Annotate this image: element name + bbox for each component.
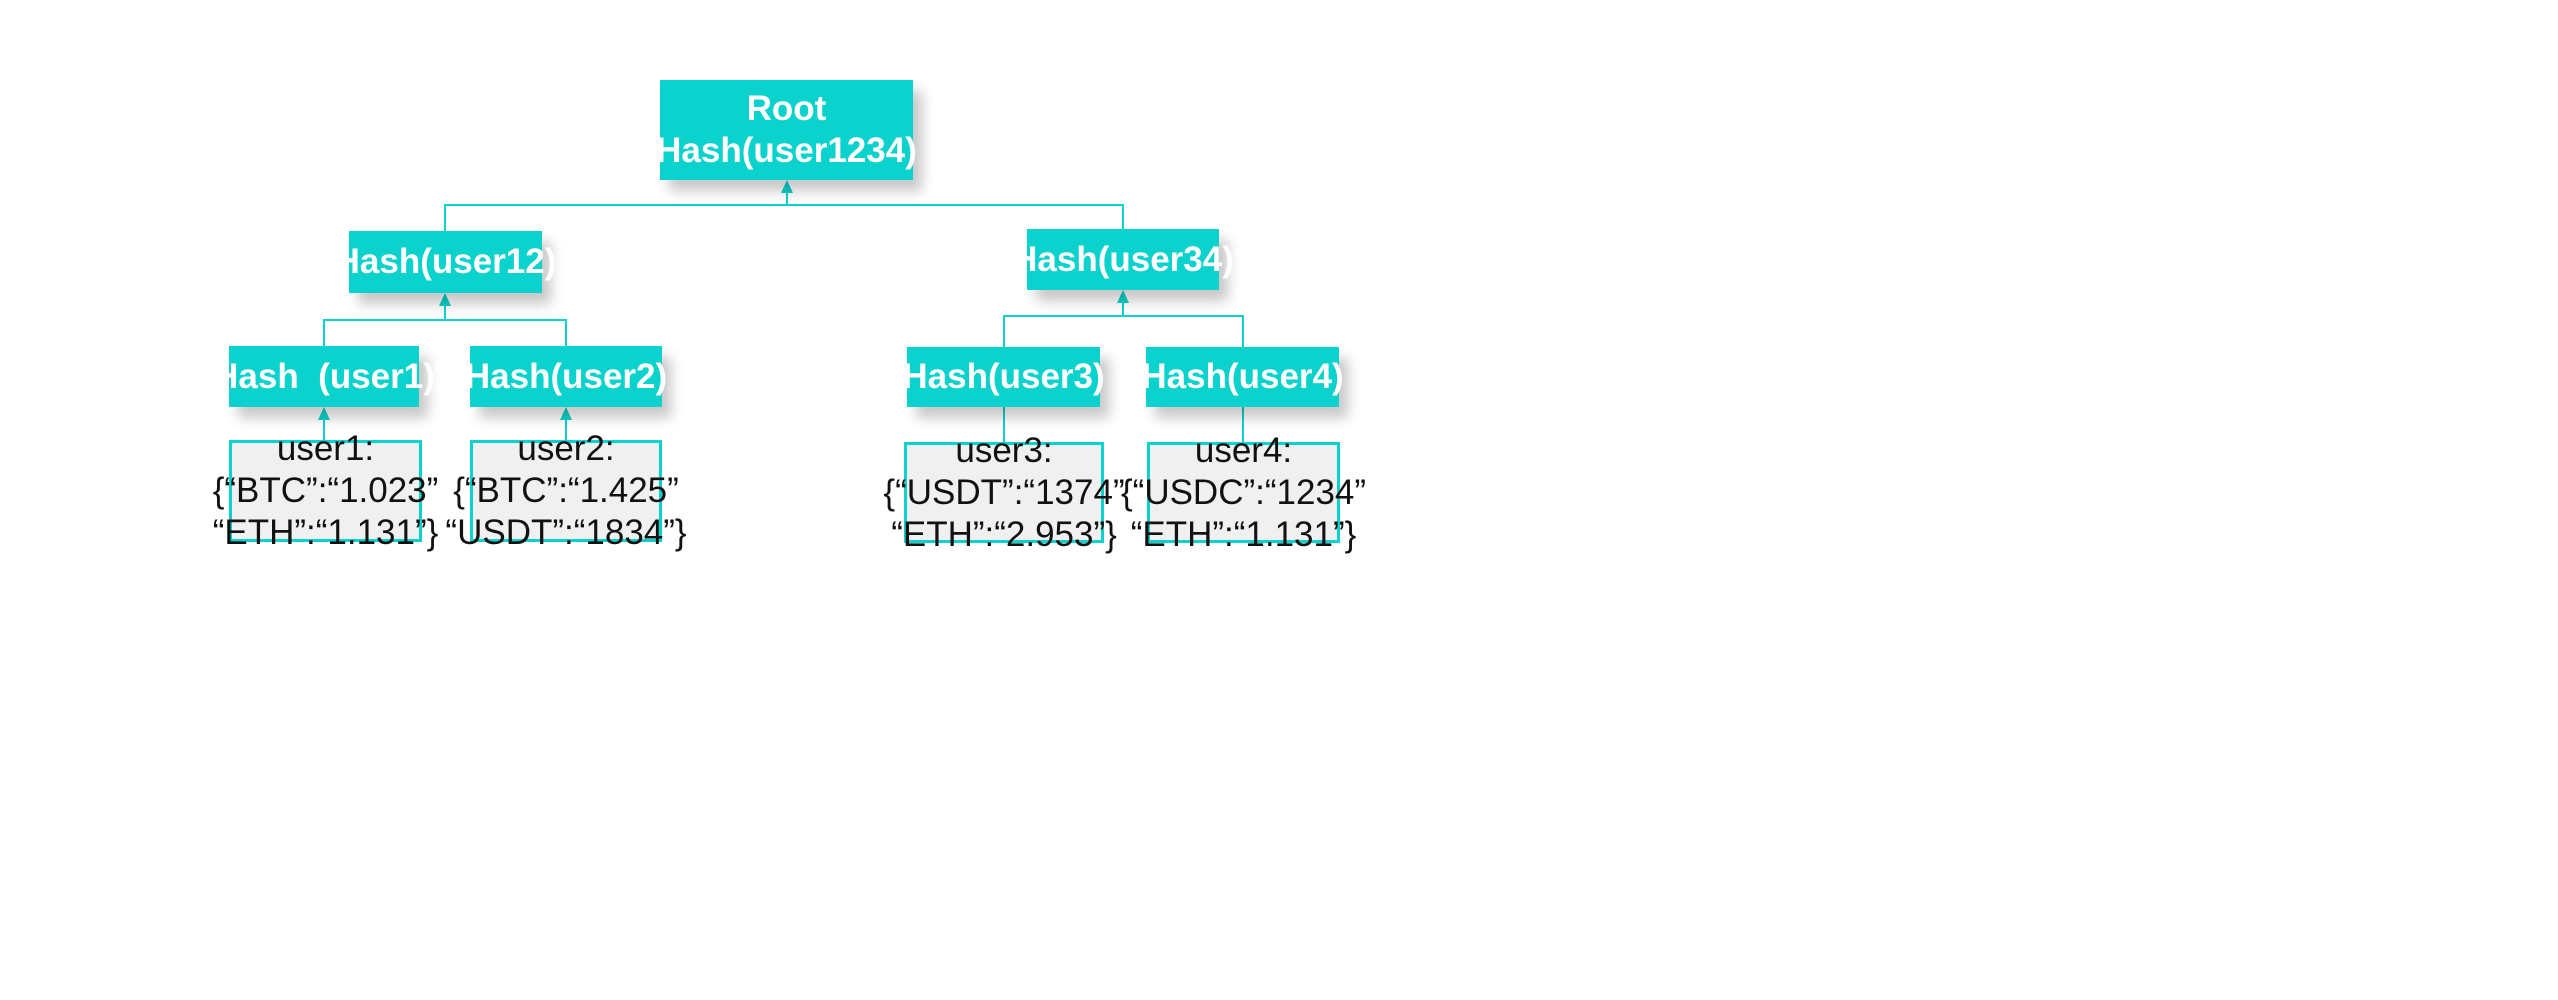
hash-user4-label: Hash(user4): [1141, 357, 1344, 396]
leaf-user3-balance-line1: {“USDT”:“1374”: [883, 472, 1125, 512]
hash-user1-label: Hash (user1): [213, 356, 435, 396]
leaf-user4: user4: {“USDC”:“1234” “ETH”:“1.131”}: [1121, 431, 1366, 554]
arrowhead-user12: [439, 293, 451, 306]
leaf-user1-balance-line2: “ETH”:“1.131”}: [212, 513, 439, 552]
hash-user12-label: Hash(user12): [334, 242, 557, 281]
arrowhead-user34: [1117, 290, 1129, 303]
hash-user34-label: Hash(user34): [1012, 239, 1234, 279]
hash-user3-label: Hash(user3): [902, 357, 1105, 396]
hash-user2-node: Hash(user2): [465, 346, 667, 407]
leaf-user1: user1: {“BTC”:“1.023” “ETH”:“1.131”}: [213, 429, 439, 552]
hash-user34-node: Hash(user34): [1012, 229, 1234, 290]
leaf-user3: user3: {“USDT”:“1374” “ETH”:“2.953”}: [883, 431, 1124, 554]
leaf-user4-balance-line2: “ETH”:“1.131”}: [1130, 514, 1357, 554]
root-label: Root: [746, 89, 827, 128]
hash-user4-node: Hash(user4): [1141, 347, 1344, 407]
arrowhead-user1: [318, 407, 330, 420]
leaf-user4-balance-line1: {“USDC”:“1234”: [1120, 472, 1367, 512]
leaf-user2: user2: {“BTC”:“1.425” “USDT”:“1834”}: [445, 429, 686, 552]
root-node: Root Hash(user1234): [656, 80, 917, 180]
leaf-user2-balance-line2: “USDT”:“1834”}: [445, 513, 687, 552]
arrowhead-root: [781, 180, 793, 193]
hash-user12-node: Hash(user12): [335, 231, 556, 293]
leaf-user2-name: user2:: [517, 429, 615, 468]
connector-user12-children: [323, 319, 567, 346]
root-hash-label: Hash(user1234): [656, 131, 917, 170]
leaf-user1-name: user1:: [276, 429, 375, 468]
hash-user1-node: Hash (user1): [213, 346, 435, 407]
leaf-user3-balance-line2: “ETH”:“2.953”}: [891, 514, 1117, 554]
leaf-user1-balance-line1: {“BTC”:“1.023”: [212, 471, 439, 510]
arrowhead-user2: [560, 407, 572, 420]
leaf-user3-name: user3:: [955, 430, 1053, 470]
leaf-user2-balance-line1: {“BTC”:“1.425”: [453, 471, 679, 510]
connector-user34-children: [1003, 315, 1244, 347]
hash-user3-node: Hash(user3): [902, 347, 1105, 407]
hash-user2-label: Hash(user2): [464, 356, 668, 396]
connector-root-children: [444, 204, 1124, 231]
leaf-user4-name: user4:: [1194, 430, 1293, 470]
